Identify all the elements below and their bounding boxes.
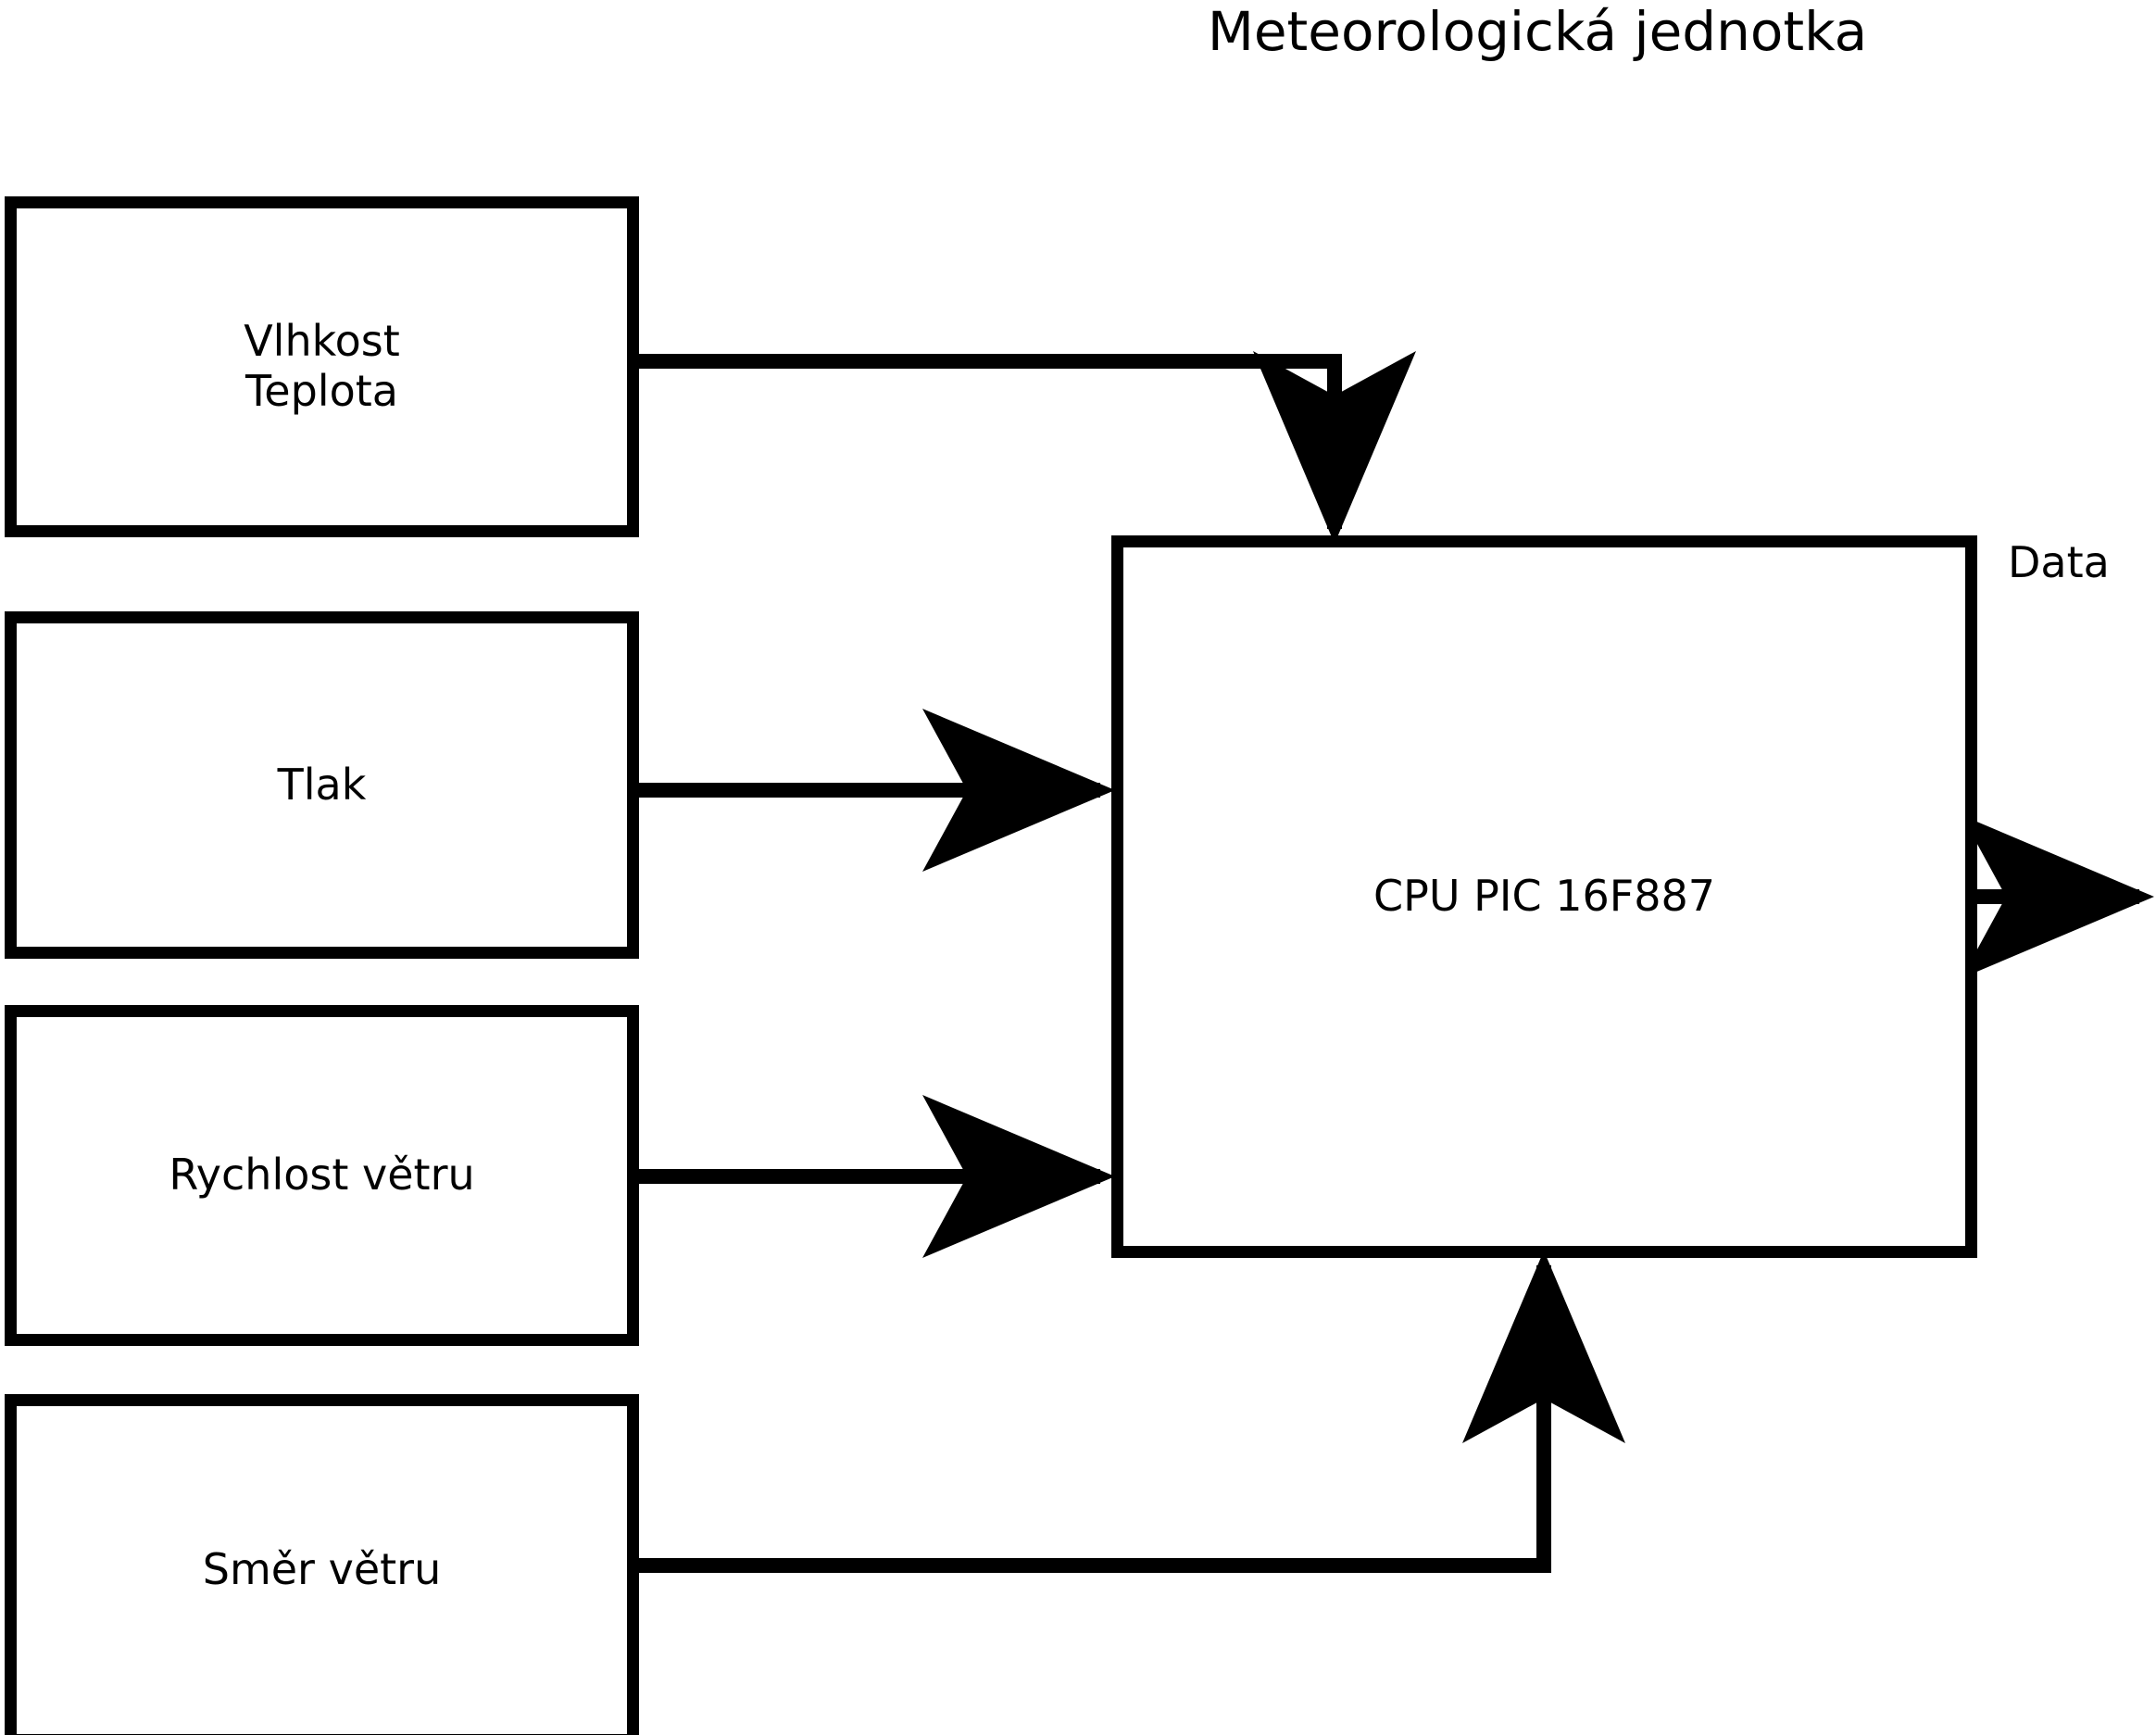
node-label-pressure: Tlak [277, 759, 367, 810]
edge-humidity-to-cpu [639, 351, 1416, 544]
edge-label-data: Data [2008, 537, 2110, 587]
node-wind-direction[interactable]: Směr větru [5, 1394, 639, 1735]
page-title: Meteorologická jednotka [1207, 0, 1868, 63]
edge-winddir-to-cpu [639, 1251, 1625, 1573]
node-humidity-temperature[interactable]: Vlhkost Teplota [5, 196, 639, 537]
node-cpu[interactable]: CPU PIC 16F887 [1111, 535, 1977, 1258]
node-label-cpu: CPU PIC 16F887 [1373, 871, 1715, 922]
node-label-wind-direction: Směr větru [202, 1544, 442, 1595]
node-label-humidity-temperature: Vlhkost Teplota [244, 316, 400, 416]
node-pressure[interactable]: Tlak [5, 611, 639, 959]
node-label-wind-speed: Rychlost větru [169, 1150, 475, 1201]
node-wind-speed[interactable]: Rychlost větru [5, 1005, 639, 1346]
